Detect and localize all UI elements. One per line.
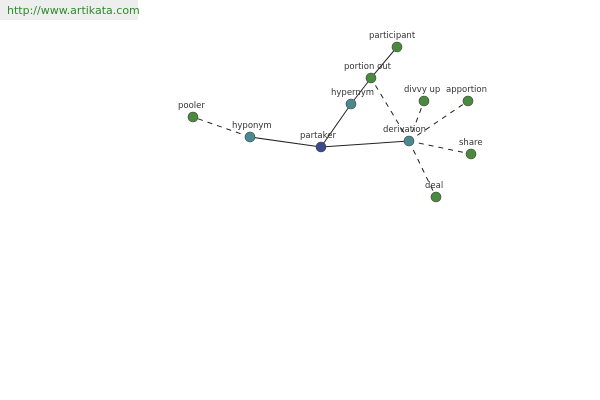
node-label: hypernym bbox=[331, 88, 374, 98]
node-label: apportion bbox=[446, 85, 487, 95]
node-label: participant bbox=[369, 31, 416, 41]
node-divvy-up[interactable]: divvy up bbox=[404, 85, 440, 107]
node-dot[interactable] bbox=[315, 141, 327, 153]
node-hyponym[interactable]: hyponym bbox=[232, 121, 272, 143]
edge-derivation-deal bbox=[408, 140, 437, 198]
node-hypernym[interactable]: hypernym bbox=[331, 88, 374, 110]
node-dot[interactable] bbox=[244, 131, 256, 143]
edge-derivation-divvy_up bbox=[408, 100, 425, 142]
edge-derivation-share bbox=[408, 140, 472, 155]
node-label: divvy up bbox=[404, 85, 440, 95]
node-dot[interactable] bbox=[365, 72, 377, 84]
node-participant[interactable]: participant bbox=[369, 31, 416, 53]
node-label: hyponym bbox=[232, 121, 272, 131]
node-partaker[interactable]: partaker bbox=[300, 131, 336, 153]
edge-hyponym-pooler bbox=[192, 116, 251, 138]
node-label: portion out bbox=[344, 62, 392, 72]
edge-partaker-derivation bbox=[320, 140, 410, 148]
edge-hypernym-portion_out bbox=[350, 77, 372, 105]
node-dot[interactable] bbox=[403, 135, 415, 147]
site-url-banner[interactable]: http://www.artikata.com bbox=[0, 0, 140, 20]
node-dot[interactable] bbox=[465, 148, 477, 160]
node-dot[interactable] bbox=[418, 95, 430, 107]
graph-edges bbox=[192, 46, 472, 198]
node-pooler[interactable]: pooler bbox=[178, 101, 205, 123]
node-deal[interactable]: deal bbox=[425, 181, 443, 203]
node-dot[interactable] bbox=[391, 41, 403, 53]
node-label: deal bbox=[425, 181, 443, 191]
node-label: derivation bbox=[383, 125, 426, 135]
node-dot[interactable] bbox=[345, 98, 357, 110]
edge-derivation-portion_out bbox=[370, 77, 410, 142]
node-share[interactable]: share bbox=[459, 138, 483, 160]
node-derivation[interactable]: derivation bbox=[383, 125, 426, 147]
node-dot[interactable] bbox=[462, 95, 474, 107]
edge-derivation-apportion bbox=[408, 100, 469, 142]
edge-partaker-hyponym bbox=[249, 136, 322, 148]
node-dot[interactable] bbox=[187, 111, 199, 123]
node-label: pooler bbox=[178, 101, 205, 111]
graph-nodes: partaker hyponym hypernym derivation pooler p… bbox=[178, 31, 487, 203]
edge-portion_out-participant bbox=[370, 46, 398, 79]
node-label: share bbox=[459, 138, 483, 148]
node-label: partaker bbox=[300, 131, 336, 141]
node-portion-out[interactable]: portion out bbox=[344, 62, 392, 84]
edge-partaker-hypernym bbox=[320, 103, 352, 148]
node-apportion[interactable]: apportion bbox=[446, 85, 487, 107]
node-dot[interactable] bbox=[430, 191, 442, 203]
